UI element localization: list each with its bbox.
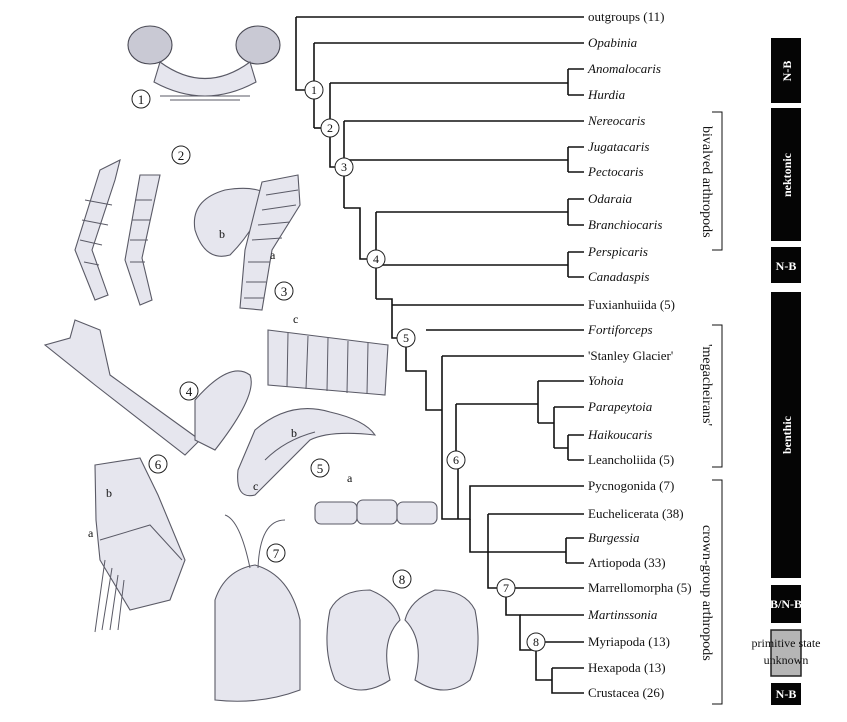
taxon-label: Marrellomorpha (5): [588, 580, 692, 595]
node-3-label: 3: [341, 160, 347, 174]
taxon-label: Nereocaris: [587, 113, 645, 128]
group-brackets: bivalved arthropods 'megacheirans' crown…: [699, 111, 723, 705]
illustration-3c-segments: [267, 329, 389, 396]
illustration-number-7: 7: [273, 546, 280, 561]
illustration-7-head: [214, 514, 301, 702]
taxon-label: 'Stanley Glacier': [588, 348, 673, 363]
taxon-label: Myriapoda (13): [588, 634, 670, 649]
illustration-number-3: 3: [281, 284, 288, 299]
illustration-6-label-b: b: [106, 486, 112, 500]
node-1-label: 1: [311, 83, 317, 97]
taxon-label: Jugatacaris: [588, 139, 649, 154]
ecology-bar-label: benthic: [780, 415, 794, 454]
legend-primitive-state: primitive state unknown: [752, 629, 821, 677]
taxon-label: Crustacea (26): [588, 685, 664, 700]
illustration-3-label-c: c: [293, 312, 298, 326]
taxon-label: Fuxianhuiida (5): [588, 297, 675, 312]
taxon-label: Parapeytoia: [587, 399, 653, 414]
taxon-label: Branchiocaris: [588, 217, 662, 232]
node-6-label: 6: [453, 453, 459, 467]
illustration-8-mandibles: [326, 589, 479, 691]
taxon-label: Odaraia: [588, 191, 633, 206]
taxon-label: outgroups (11): [588, 9, 664, 24]
taxon-label: Hexapoda (13): [588, 660, 666, 675]
taxon-label: Artiopoda (33): [588, 555, 666, 570]
legend-line-2: unknown: [764, 653, 809, 667]
taxon-label: Yohoia: [588, 373, 624, 388]
ecology-bar-label: N-B: [780, 61, 794, 82]
illustration-6-label-a: a: [88, 526, 94, 540]
illustration-5-label-a: a: [347, 471, 353, 485]
illustration-5-segments: [314, 499, 438, 525]
illustration-2-appendages: [74, 158, 161, 306]
illustration-number-8: 8: [399, 572, 406, 587]
illustration-4-label-c: c: [253, 479, 258, 493]
ecology-bar-label: N-B: [776, 259, 797, 273]
illustration-3-carapace: [193, 174, 301, 311]
taxon-labels: outgroups (11) Opabinia Anomalocaris Hur…: [587, 9, 692, 700]
node-7-label: 7: [503, 581, 509, 595]
node-2-label: 2: [327, 121, 333, 135]
taxon-label: Leancholiida (5): [588, 452, 674, 467]
taxon-label: Hurdia: [587, 87, 626, 102]
illustration-3-label-a: a: [270, 248, 276, 262]
taxon-label: Anomalocaris: [587, 61, 661, 76]
illustration-3-label-b: b: [219, 227, 225, 241]
illustration-1-eyes: [127, 25, 281, 101]
illustration-number-5: 5: [317, 461, 324, 476]
illustration-4-great-appendage: [43, 319, 252, 456]
phylogenetic-tree: 1 2 3 4 5 6 7 8: [295, 16, 584, 694]
taxon-label: Martinssonia: [587, 607, 658, 622]
group-label-crown: crown-group arthropods: [699, 525, 714, 661]
taxon-label: Canadaspis: [588, 269, 649, 284]
taxon-label: Pectocaris: [587, 164, 644, 179]
illustration-number-2: 2: [178, 148, 185, 163]
node-5-label: 5: [403, 331, 409, 345]
legend-line-1: primitive state: [752, 636, 821, 650]
illustration-4-label-b: b: [291, 426, 297, 440]
taxon-label: Pycnogonida (7): [588, 478, 674, 493]
ecology-bar-label: nektonic: [780, 152, 794, 197]
group-label-megacheirans: 'megacheirans': [699, 344, 714, 426]
ecology-bars: N-B nektonic N-B benthic B/N-B N-B: [770, 38, 802, 705]
taxon-label: Perspicaris: [587, 244, 648, 259]
ecology-bar-label: N-B: [776, 687, 797, 701]
node-4-label: 4: [373, 252, 379, 266]
taxon-label: Haikoucaris: [587, 427, 652, 442]
taxon-label: Fortiforceps: [587, 322, 653, 337]
taxon-label: Opabinia: [588, 35, 638, 50]
group-label-bivalved: bivalved arthropods: [699, 126, 714, 238]
taxon-label: Euchelicerata (38): [588, 506, 684, 521]
illustrations-panel: 1 2 b a 3 c 4: [43, 25, 479, 702]
ecology-bar-label: B/N-B: [770, 597, 802, 611]
illustration-number-1: 1: [138, 92, 145, 107]
illustration-6-limb: [94, 457, 186, 633]
illustration-4bc-claw: [237, 408, 377, 497]
taxon-label: Burgessia: [588, 530, 640, 545]
illustration-number-4: 4: [186, 384, 193, 399]
node-8-label: 8: [533, 635, 539, 649]
illustration-number-6: 6: [155, 457, 162, 472]
